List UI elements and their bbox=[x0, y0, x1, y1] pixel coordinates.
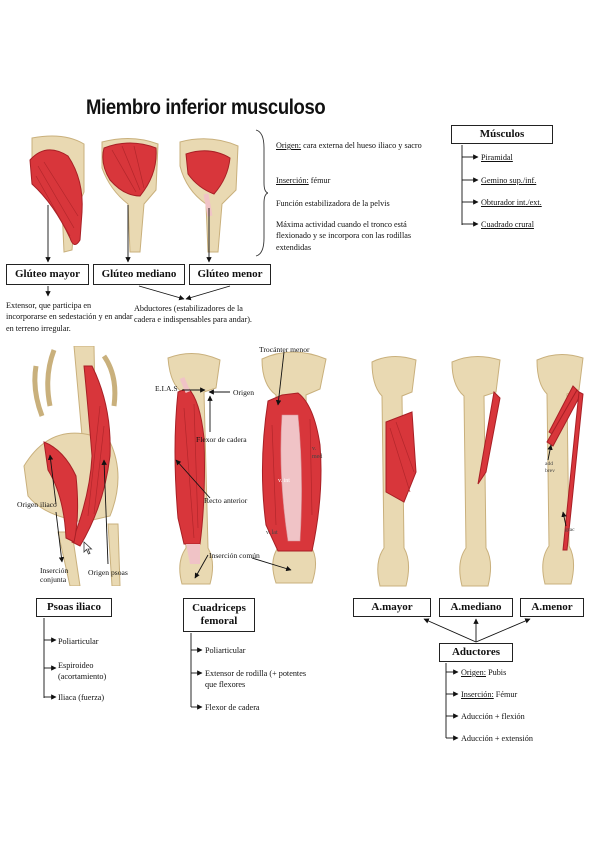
quadriceps-item: Extensor de rodilla (+ potentes que flex… bbox=[205, 669, 307, 690]
psoas-box: Psoas iliaco bbox=[36, 598, 112, 617]
quadriceps-item: Poliarticular bbox=[205, 646, 246, 655]
brace bbox=[255, 129, 268, 257]
trocanter-label: Trocánter menor bbox=[259, 345, 310, 354]
aductores-box: Aductores bbox=[439, 643, 513, 662]
psoas-origin-psoas-label: Origen psoas bbox=[88, 568, 128, 577]
gluteal-activity-note: Máxima actividad cuando el tronco está f… bbox=[276, 220, 412, 252]
grac-label: grac bbox=[565, 527, 575, 533]
adductor-longus-box: A.mediano bbox=[439, 598, 513, 617]
aductores-item: Aducción + extensión bbox=[461, 734, 533, 743]
gluteus-maximus-illustration bbox=[29, 135, 85, 253]
recto-label: Recto anterior bbox=[204, 496, 248, 505]
v-int-label: v. int bbox=[278, 478, 290, 484]
psoas-item: Iliaca (fuerza) bbox=[58, 693, 105, 702]
adductor-magnus-illustration bbox=[371, 356, 417, 587]
adductor-magnus-box: A.mayor bbox=[353, 598, 431, 617]
psoas-item: Poliarticular bbox=[58, 637, 99, 646]
adductor-brevis-box: A.menor bbox=[520, 598, 584, 617]
aductores-item: Aducción + flexión bbox=[461, 712, 525, 721]
psoas-insertion-label: Inserción conjunta bbox=[40, 566, 69, 585]
aductores-origin: Origen: Pubis bbox=[461, 668, 507, 677]
gluteus-minimus-illustration bbox=[179, 138, 239, 253]
origin-label: Origen bbox=[233, 388, 255, 397]
gluteal-insertion-note: Inserción: fémur bbox=[276, 176, 331, 185]
gluteal-function-note: Función estabilizadora de la pelvis bbox=[276, 199, 390, 208]
add-brev-label: add brev bbox=[545, 461, 555, 474]
musculos-item: Gemino sup./inf. bbox=[481, 176, 537, 185]
quadriceps-item: Flexor de cadera bbox=[205, 703, 260, 712]
aductores-insertion: Inserción: Fémur bbox=[461, 690, 518, 699]
gluteus-maximus-box: Glúteo mayor bbox=[6, 264, 89, 285]
psoas-origin-iliac-label: Origen iliaco bbox=[17, 500, 57, 509]
insertion-label: Inserción común bbox=[209, 551, 260, 560]
v-med-label: v. med bbox=[312, 446, 323, 460]
vasti-illustration bbox=[261, 351, 327, 584]
eias-label: E.I.A.S bbox=[155, 384, 178, 393]
gluteal-origin-note: Origen: cara externa del hueso iliaco y … bbox=[276, 141, 422, 150]
adductor-longus-illustration bbox=[451, 356, 501, 587]
musculos-item: Cuadrado crural bbox=[481, 220, 534, 229]
musculos-box: Músculos bbox=[451, 125, 553, 144]
flexor-label: Flexor de cadera bbox=[196, 435, 247, 444]
v-lat-label: v. lat bbox=[266, 530, 278, 536]
gluteus-maximus-description: Extensor, que participa en incorporarse … bbox=[6, 301, 133, 333]
adductor-brevis-illustration bbox=[536, 354, 584, 585]
cursor-icon bbox=[83, 541, 93, 555]
page-title: Miembro inferior musculoso bbox=[86, 96, 326, 119]
musculos-item: Obturador int./ext. bbox=[481, 198, 542, 207]
abductors-description: Abductores (estabilizadores de la cadera… bbox=[134, 304, 252, 325]
gluteus-medius-illustration bbox=[101, 138, 159, 253]
psoas-item: Espiroideo (acortamiento) bbox=[58, 661, 107, 682]
quadriceps-box: Cuadriceps femoral bbox=[183, 598, 255, 632]
gluteus-minimus-box: Glúteo menor bbox=[189, 264, 271, 285]
gluteus-medius-box: Glúteo mediano bbox=[93, 264, 185, 285]
musculos-item: Piramidal bbox=[481, 153, 513, 162]
psoas-illustration bbox=[23, 346, 121, 586]
